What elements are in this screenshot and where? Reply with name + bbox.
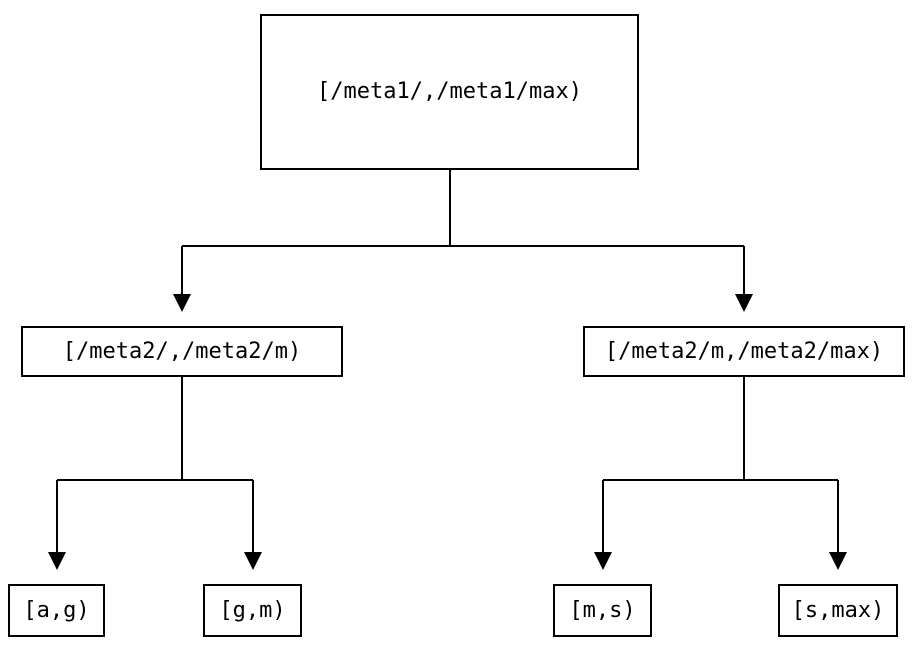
- arrow-down-icon: [173, 294, 191, 312]
- connector-left-subtree: [56, 377, 254, 554]
- node-label: [a,g): [23, 597, 90, 623]
- node-leaf-s-max: [s,max): [778, 584, 898, 637]
- arrow-down-icon: [829, 552, 847, 570]
- node-label: [g,m): [219, 597, 286, 623]
- node-label: [m,s): [569, 597, 636, 623]
- node-meta2-lower-range: [/meta2/,/meta2/m): [21, 326, 343, 377]
- node-label: [/meta2/m,/meta2/max): [604, 338, 884, 364]
- connector-root-to-level2: [181, 170, 745, 296]
- node-label: [/meta1/,/meta1/max): [317, 79, 582, 104]
- node-meta1-range: [/meta1/,/meta1/max): [260, 14, 639, 170]
- arrow-down-icon: [594, 552, 612, 570]
- node-leaf-a-g: [a,g): [8, 584, 105, 637]
- arrow-down-icon: [48, 552, 66, 570]
- arrow-down-icon: [244, 552, 262, 570]
- node-label: [/meta2/,/meta2/m): [62, 338, 302, 364]
- arrow-down-icon: [735, 294, 753, 312]
- node-label: [s,max): [791, 597, 885, 623]
- connector-right-subtree: [602, 377, 839, 554]
- node-leaf-m-s: [m,s): [553, 584, 652, 637]
- node-meta2-upper-range: [/meta2/m,/meta2/max): [583, 326, 905, 377]
- node-leaf-g-m: [g,m): [203, 584, 302, 637]
